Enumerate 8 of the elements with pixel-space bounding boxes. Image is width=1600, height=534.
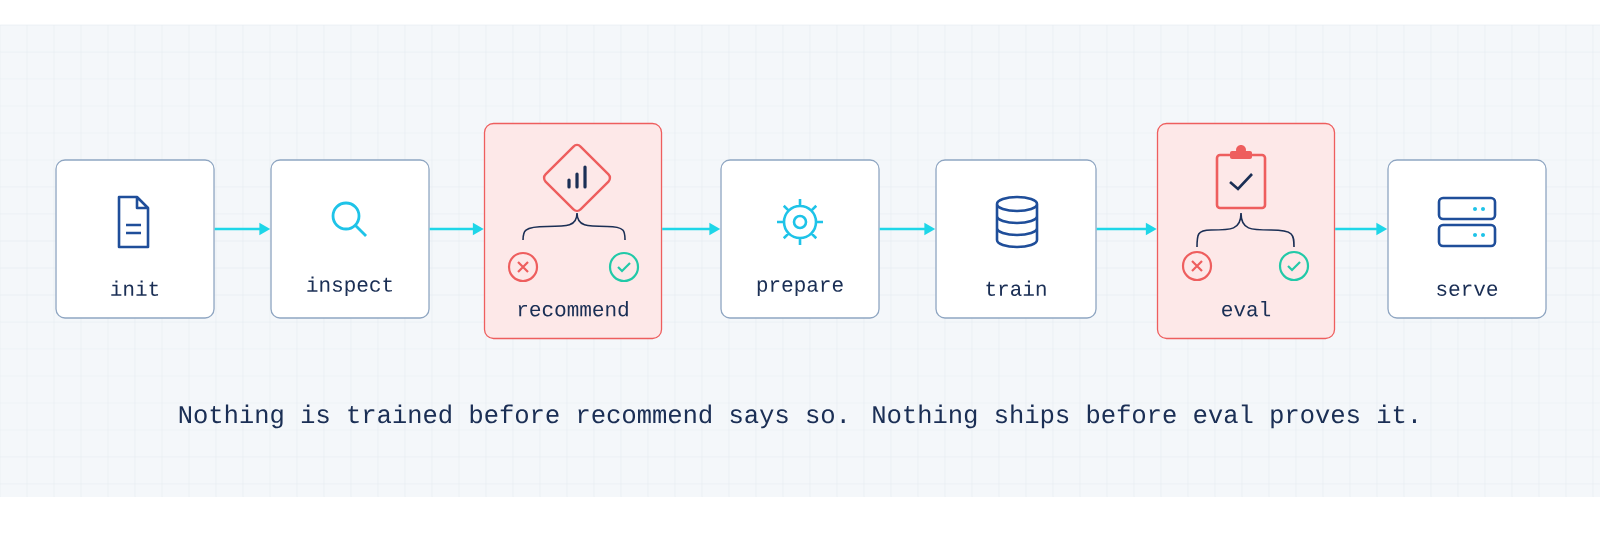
step-box: serve — [1387, 159, 1547, 319]
step-box: train — [935, 159, 1097, 319]
step-box: inspect — [270, 159, 430, 319]
step-box: init — [55, 159, 215, 319]
step-box: prepare — [720, 159, 880, 319]
caption: Nothing is trained before recommend says so. Nothing ships before eval proves it. — [179, 404, 1416, 429]
decision-box: eval — [1156, 122, 1336, 340]
decision-box: recommend — [483, 122, 663, 340]
